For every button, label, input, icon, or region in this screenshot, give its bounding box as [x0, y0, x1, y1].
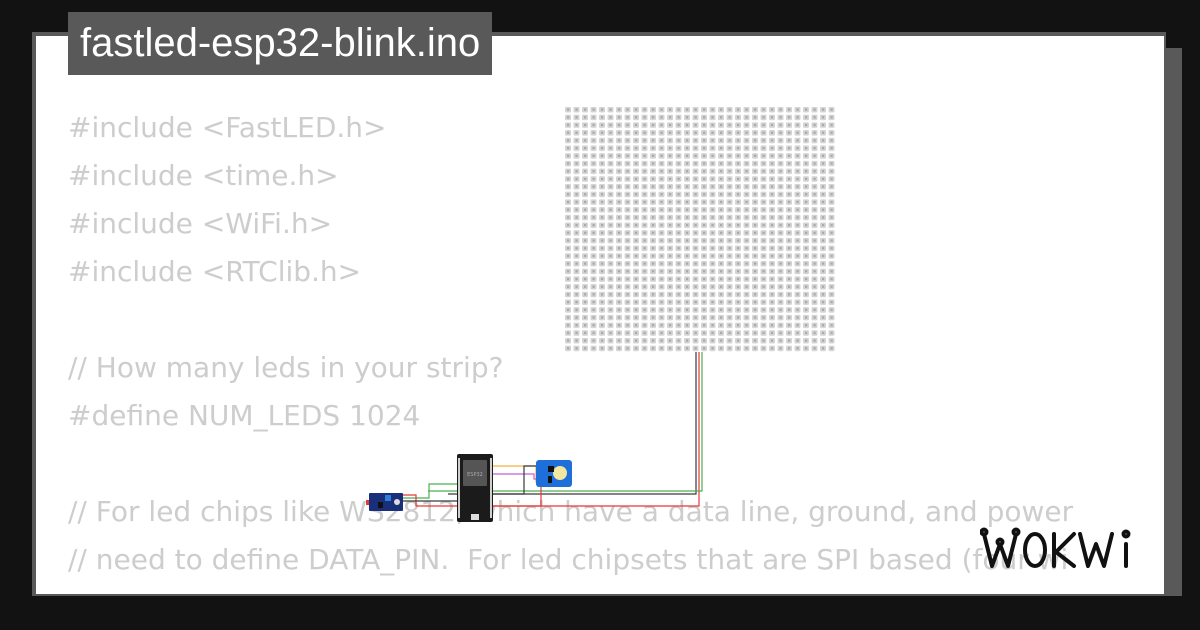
code-line: #include <RTClib.h> — [68, 255, 362, 288]
code-line: #define NUM_LEDS 1024 — [68, 399, 421, 432]
wokwi-logo — [980, 527, 1131, 568]
code-line: // need to define DATA_PIN. For led chip… — [68, 543, 1069, 576]
sensor-module[interactable] — [366, 493, 403, 511]
circuit-diagram: ESP32 — [366, 106, 836, 522]
code-line: // ... clockless chipsets like the LPD88… — [68, 584, 1112, 594]
rtc-module[interactable] — [536, 460, 572, 487]
code-line: // How many leds in your strip? — [68, 351, 504, 384]
esp32-board[interactable]: ESP32 — [457, 454, 493, 522]
code-line: #include <time.h> — [68, 159, 339, 192]
project-title: fastled-esp32-blink.ino — [68, 12, 493, 75]
preview-card: #include <FastLED.h> #include <time.h> #in… — [36, 36, 1164, 594]
code-line: #include <WiFi.h> — [68, 207, 333, 240]
svg-text:ESP32: ESP32 — [467, 472, 483, 478]
led-matrix[interactable] — [564, 106, 836, 352]
code-line: #include <FastLED.h> — [68, 111, 387, 144]
